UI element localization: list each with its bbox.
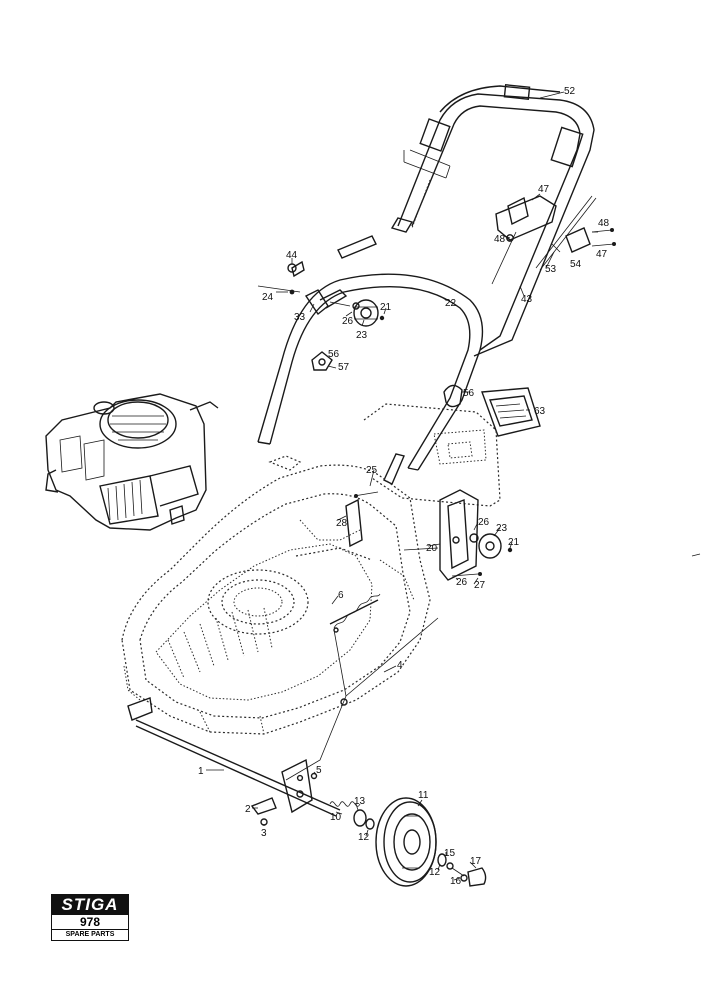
axle-spring [329, 801, 375, 830]
part-label-56b: 56 [463, 388, 475, 399]
part-labels: 52 47 48 48 47 54 53 43 44 24 33 22 21 2… [198, 86, 610, 887]
height-adjuster [285, 491, 439, 781]
part-label-26a: 26 [342, 316, 354, 327]
part-label-12a: 12 [358, 832, 370, 843]
leader-lines [206, 91, 598, 881]
part-label-4: 4 [397, 660, 403, 671]
part-label-54: 54 [570, 259, 582, 270]
part-label-23b: 23 [496, 523, 508, 534]
part-label-44: 44 [286, 250, 298, 261]
part-label-52: 52 [564, 86, 576, 97]
part-label-56a: 56 [328, 349, 340, 360]
part-label-20: 20 [426, 543, 438, 554]
part-label-12b: 12 [429, 867, 441, 878]
spare-parts-caption: SPARE PARTS [51, 930, 129, 941]
brand-block: STIGA 978 SPARE PARTS [51, 894, 129, 941]
part-label-47: 47 [596, 249, 608, 260]
catcher-frame [363, 387, 541, 507]
part-label-27: 27 [474, 580, 486, 591]
rear-bracket [403, 489, 513, 581]
part-label-11: 11 [418, 790, 429, 801]
rear-axle [127, 697, 341, 826]
part-label-46: 48 [598, 218, 610, 229]
part-label-22: 22 [445, 298, 457, 309]
part-label-2: 2 [245, 804, 251, 815]
stiga-logo: STIGA [51, 894, 129, 915]
lower-handle [257, 273, 484, 485]
part-label-13: 13 [354, 796, 366, 807]
part-label-5: 5 [316, 765, 322, 776]
part-label-10: 10 [330, 812, 342, 823]
part-label-6: 6 [338, 590, 344, 601]
part-label-1: 1 [198, 766, 204, 777]
engine [45, 393, 219, 531]
part-label-21b: 21 [508, 537, 520, 548]
part-label-17: 17 [470, 856, 482, 867]
upper-handle [390, 84, 595, 357]
part-label-23a: 23 [356, 330, 368, 341]
part-label-26c: 26 [456, 577, 468, 588]
handle-knob-upper [353, 299, 385, 327]
rear-wheel [375, 797, 487, 887]
part-label-48: 48 [494, 234, 506, 245]
part-label-24: 24 [262, 292, 274, 303]
part-label-15: 15 [444, 848, 456, 859]
model-number: 978 [51, 915, 129, 930]
part-label-53: 53 [545, 264, 557, 275]
part-label-57: 57 [338, 362, 350, 373]
part-label-45: 47 [538, 184, 550, 195]
part-label-25: 25 [366, 465, 378, 476]
cable-clip [311, 351, 463, 408]
part-label-43: 43 [521, 294, 533, 305]
part-label-16: 16 [450, 876, 462, 887]
part-label-3: 3 [261, 828, 267, 839]
mower-deck [121, 455, 431, 735]
part-label-26b: 26 [478, 517, 490, 528]
part-label-28: 28 [336, 518, 348, 529]
part-label-63: 63 [534, 406, 546, 417]
part-label-21a: 21 [380, 302, 392, 313]
part-label-33: 33 [294, 312, 306, 323]
